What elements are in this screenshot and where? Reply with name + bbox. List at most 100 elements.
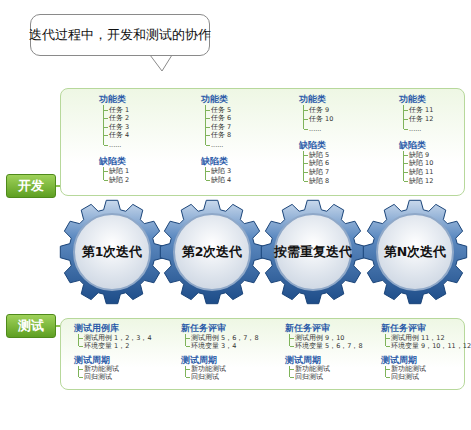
group-heading: 功能类 (399, 95, 426, 104)
list-item: 新功能测试 (191, 366, 226, 373)
list-item: 新功能测试 (295, 366, 330, 373)
gear-teeth (60, 200, 163, 303)
list-item: 任务 5 (211, 107, 231, 114)
group-heading: 测试周期 (181, 356, 217, 365)
gear-label: 按需重复迭代 (274, 244, 352, 261)
gear-hub (377, 214, 453, 290)
gear-label: 第2次迭代 (182, 244, 243, 261)
list-item: 缺陷 10 (409, 160, 433, 167)
tree-line (385, 334, 386, 346)
speech-bubble: 迭代过程中，开发和测试的协作 (30, 14, 210, 56)
list-item: 任务 6 (211, 115, 231, 122)
tree-line (78, 334, 79, 346)
gear-hub (275, 214, 351, 290)
list-item: 缺陷 7 (309, 169, 329, 176)
list-item: 缺陷 1 (109, 168, 129, 175)
list-item: 环境变量 5，6，7，8 (295, 343, 363, 350)
list-item: 测试用例 1，2，3，4 (84, 335, 152, 342)
list-item: 测试用例 11，12 (391, 335, 445, 342)
tree-line (403, 105, 404, 129)
list-item: 任务 12 (409, 116, 433, 123)
list-item: 缺陷 6 (309, 160, 329, 167)
iteration-gear: 按需重复迭代 (260, 199, 366, 305)
group-heading: 功能类 (201, 95, 228, 104)
bubble-tail (150, 55, 172, 71)
list-item: 测试用例 9，10 (295, 335, 344, 342)
list-item: ...... (109, 142, 121, 149)
group-heading: 新任务评审 (285, 324, 330, 333)
content-panel: 功能类任务 1任务 2 任务 3任务 4...... 缺陷类缺陷 1 缺陷 2 功能类任… (60, 88, 465, 196)
list-item: 回归测试 (84, 374, 112, 381)
list-item: 回归测试 (191, 374, 219, 381)
tree-line (103, 105, 104, 145)
list-item: 环境变量 3，4 (191, 343, 236, 350)
tree-line (403, 151, 404, 181)
list-item: 任务 4 (109, 132, 129, 139)
group-heading: 缺陷类 (299, 141, 326, 150)
list-item: 缺陷 2 (109, 177, 129, 184)
list-item: 任务 8 (211, 132, 231, 139)
list-item: ...... (409, 126, 421, 133)
tree-line (205, 105, 206, 145)
list-item: 缺陷 5 (309, 152, 329, 159)
list-item: 任务 2 (109, 115, 129, 122)
iteration-gear: 第1次迭代 (59, 199, 165, 305)
tree-line (385, 366, 386, 377)
group-heading: 测试周期 (285, 356, 321, 365)
group-heading: 缺陷类 (201, 157, 228, 166)
section-tab: 测试 (6, 314, 56, 338)
tree-line (303, 105, 304, 129)
section-tab: 开发 (6, 174, 56, 198)
list-item: ...... (309, 126, 321, 133)
group-heading: 缺陷类 (99, 157, 126, 166)
tree-line (289, 366, 290, 377)
group-heading: 新任务评审 (381, 324, 426, 333)
gear-hub (174, 214, 250, 290)
list-item: 测试用例 5，6，7，8 (191, 335, 259, 342)
tree-line (303, 151, 304, 181)
tree-line (205, 167, 206, 180)
tab-label: 开发 (18, 177, 44, 195)
tree-line (185, 334, 186, 346)
list-item: 任务 3 (109, 124, 129, 131)
list-item: 任务 11 (409, 107, 433, 114)
list-item: 缺陷 3 (211, 168, 231, 175)
iteration-gear: 第N次迭代 (362, 199, 468, 305)
group-heading: 测试周期 (74, 356, 110, 365)
content-panel: 测试用例库测试用例 1，2，3，4环境变量 1，2测试周期新功能测试回归测试新任… (60, 318, 465, 390)
list-item: 新功能测试 (391, 366, 426, 373)
list-item: 任务 10 (309, 116, 333, 123)
tree-line (289, 334, 290, 346)
list-item: 缺陷 4 (211, 177, 231, 184)
group-heading: 功能类 (299, 95, 326, 104)
group-heading: 测试周期 (381, 356, 417, 365)
list-item: 缺陷 9 (409, 152, 429, 159)
list-item: 任务 7 (211, 124, 231, 131)
group-heading: 新任务评审 (181, 324, 226, 333)
tree-line (103, 167, 104, 180)
group-heading: 功能类 (99, 95, 126, 104)
group-heading: 缺陷类 (399, 141, 426, 150)
gear-teeth (160, 200, 263, 303)
gear-teeth (363, 200, 466, 303)
list-item: 缺陷 12 (409, 178, 433, 185)
list-item: 任务 9 (309, 107, 329, 114)
list-item: 环境变量 9，10，11，12 (391, 343, 471, 350)
tree-line (78, 366, 79, 377)
list-item: 回归测试 (295, 374, 323, 381)
list-item: 新功能测试 (84, 366, 119, 373)
list-item: 任务 1 (109, 107, 129, 114)
gear-label: 第1次迭代 (82, 244, 143, 261)
gear-teeth (261, 200, 364, 303)
list-item: 缺陷 8 (309, 178, 329, 185)
list-item: 缺陷 11 (409, 169, 433, 176)
bubble-text: 迭代过程中，开发和测试的协作 (29, 27, 211, 44)
list-item: 回归测试 (391, 374, 419, 381)
iteration-gear: 第2次迭代 (159, 199, 265, 305)
gear-label: 第N次迭代 (384, 244, 446, 261)
list-item: 环境变量 1，2 (84, 343, 129, 350)
gear-hub (74, 214, 150, 290)
tree-line (185, 366, 186, 377)
list-item: ...... (211, 142, 223, 149)
